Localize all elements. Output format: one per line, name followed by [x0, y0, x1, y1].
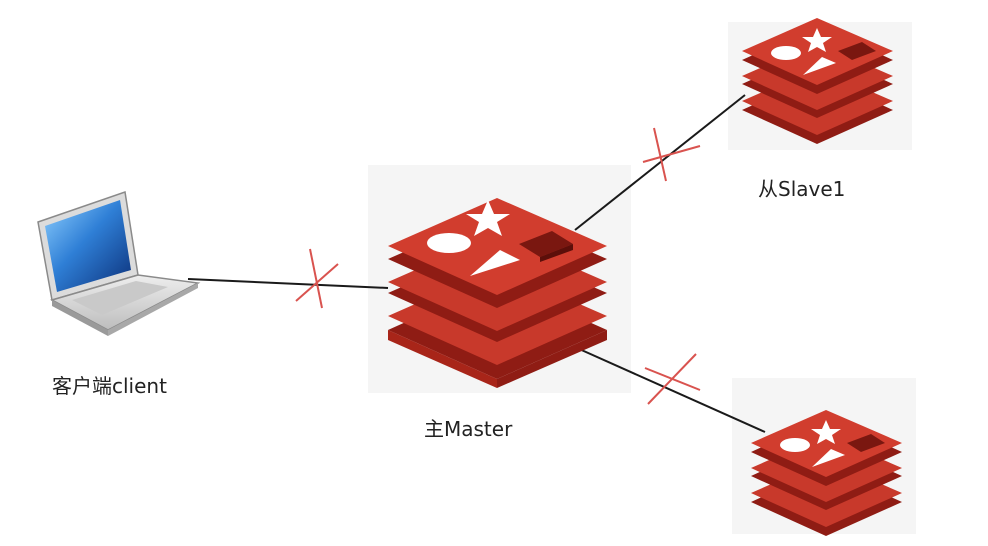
master-slave1-link [574, 94, 746, 231]
cut-mark-client-master [295, 248, 339, 309]
slave1-label: 从Slave1 [758, 177, 846, 201]
client-master-link [187, 278, 389, 289]
master-label: 主Master [424, 417, 513, 441]
cut-mark-master-slave1 [642, 127, 701, 182]
redis-slave2-logo-icon [751, 410, 902, 536]
client-label: 客户端client [52, 374, 167, 398]
redis-slave1-logo-icon [742, 18, 893, 144]
master-slave2-link [576, 347, 766, 433]
laptop-icon [37, 190, 201, 336]
redis-master-logo-icon [388, 198, 607, 388]
cut-mark-master-slave2 [644, 353, 701, 405]
